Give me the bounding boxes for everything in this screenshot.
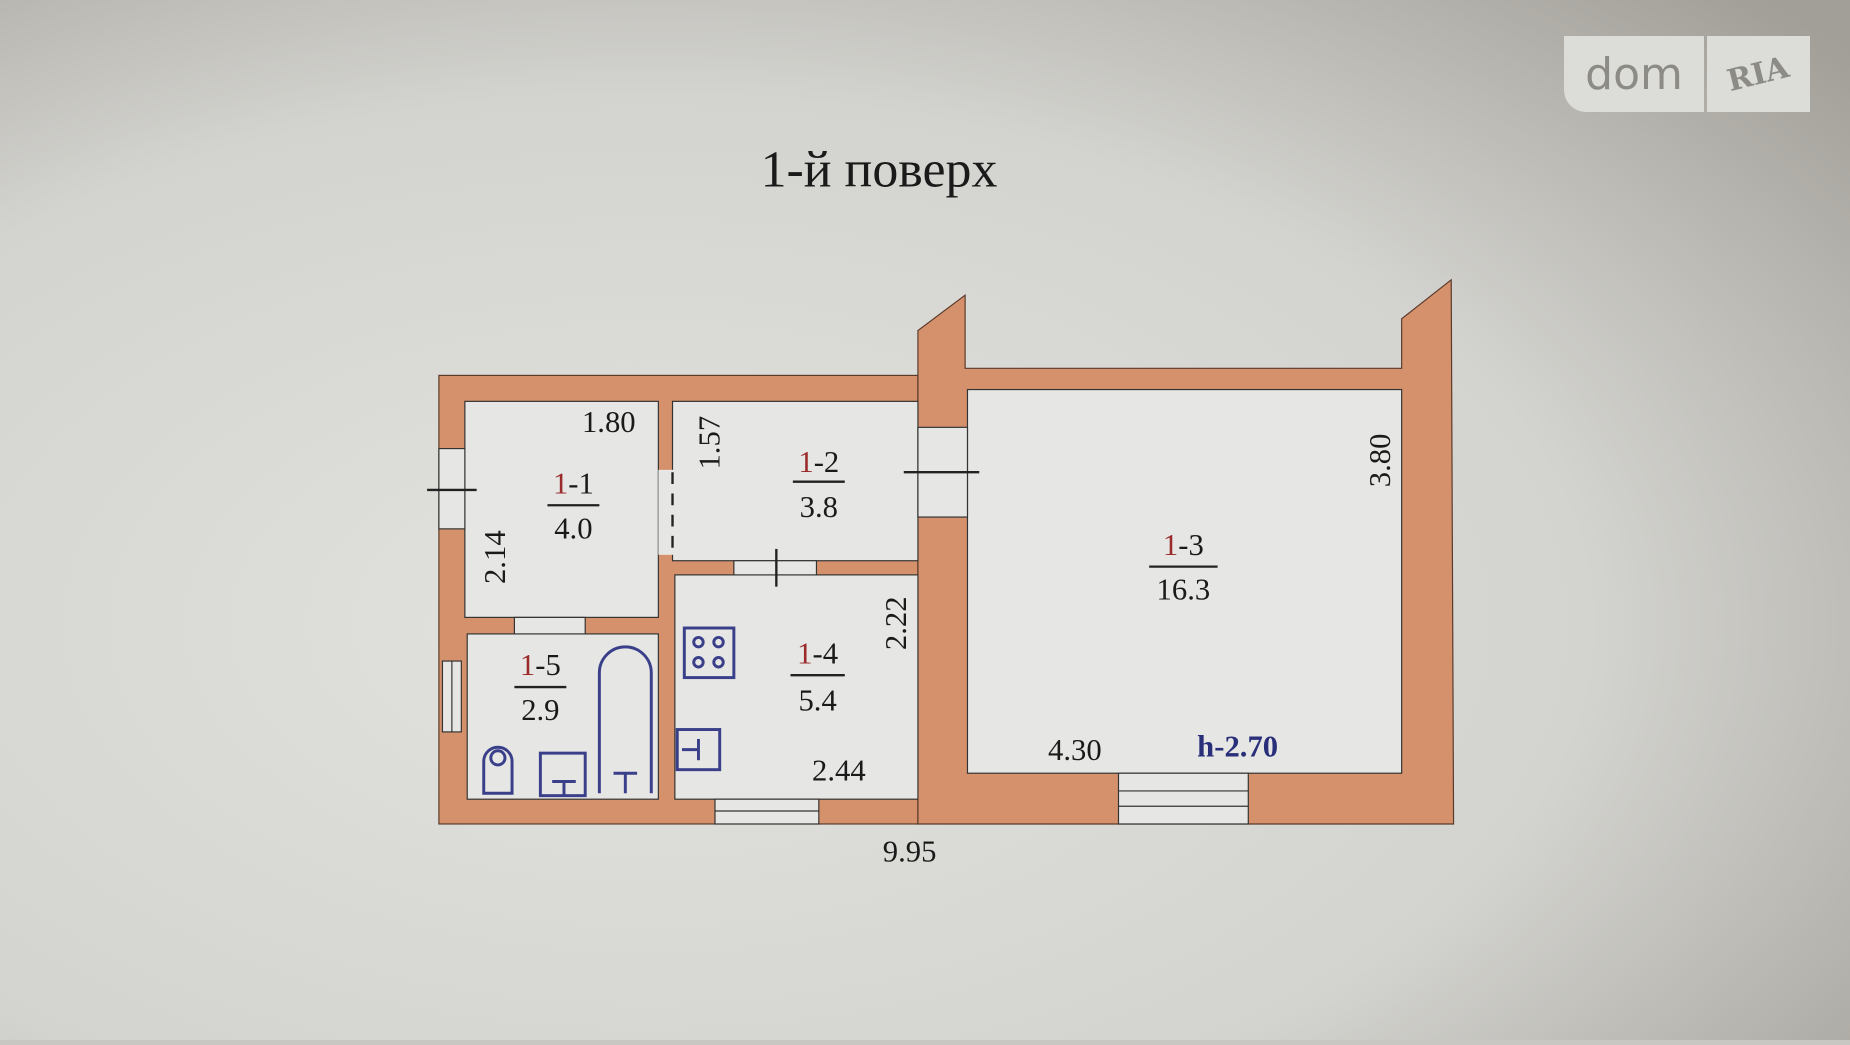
- logo-ria-text: RIA: [1724, 49, 1793, 99]
- door-bath: [513, 616, 586, 635]
- dim-9-95: 9.95: [883, 835, 937, 869]
- ceiling-height: h-2.70: [1197, 730, 1278, 764]
- room-1-4-area: 5.4: [798, 684, 836, 718]
- room-1-1-area: 4.0: [554, 511, 592, 545]
- room-1-4-number: 1-4: [797, 636, 838, 670]
- room-1-2-number: 1-2: [798, 445, 839, 479]
- dim-4-30: 4.30: [1048, 733, 1102, 767]
- room-1-5-area: 2.9: [521, 693, 559, 727]
- kitchen-sink-icon: [675, 728, 722, 772]
- logo-dom: dom: [1564, 36, 1704, 112]
- room-1-1-number: 1-1: [553, 466, 594, 500]
- fixtures: [482, 626, 736, 798]
- stove-icon: [682, 626, 736, 680]
- dim-2-22: 2.22: [879, 596, 913, 650]
- domria-logo: dom RIA: [1564, 36, 1810, 112]
- room-1-3-floor: [966, 388, 1403, 774]
- room-1-4-floor: [674, 574, 919, 800]
- bathtub-icon: [597, 645, 653, 794]
- room-1-3-number: 1-3: [1163, 528, 1204, 562]
- dim-2-14: 2.14: [478, 530, 512, 584]
- floor-title: 1-й поверх: [761, 142, 998, 199]
- room-1-1-floor: [464, 400, 659, 618]
- room-1-5-number: 1-5: [520, 648, 561, 682]
- room-1-3-area: 16.3: [1157, 573, 1211, 607]
- room-interiors: [464, 388, 1403, 800]
- toilet-icon: [482, 745, 514, 795]
- logo-ria: RIA: [1707, 36, 1810, 112]
- room-1-5-floor: [466, 633, 659, 800]
- dimensions: 1.80 1.57 2.14 2.22 2.44 3.80 4.30 9.95 …: [478, 405, 1397, 869]
- window-bottom-living: [1117, 772, 1249, 825]
- room-labels: 1-1 4.0 1-2 3.8 1-3 16.3 1-4 5.4 1-5 2.9: [514, 445, 1218, 727]
- dim-1-57: 1.57: [693, 416, 727, 470]
- room-1-2-area: 3.8: [800, 490, 838, 524]
- window-left-top: [438, 447, 466, 530]
- dim-3-80: 3.80: [1363, 434, 1397, 488]
- dim-2-44: 2.44: [812, 753, 866, 787]
- windows-doors: [427, 426, 1249, 825]
- dim-1-80: 1.80: [582, 405, 636, 439]
